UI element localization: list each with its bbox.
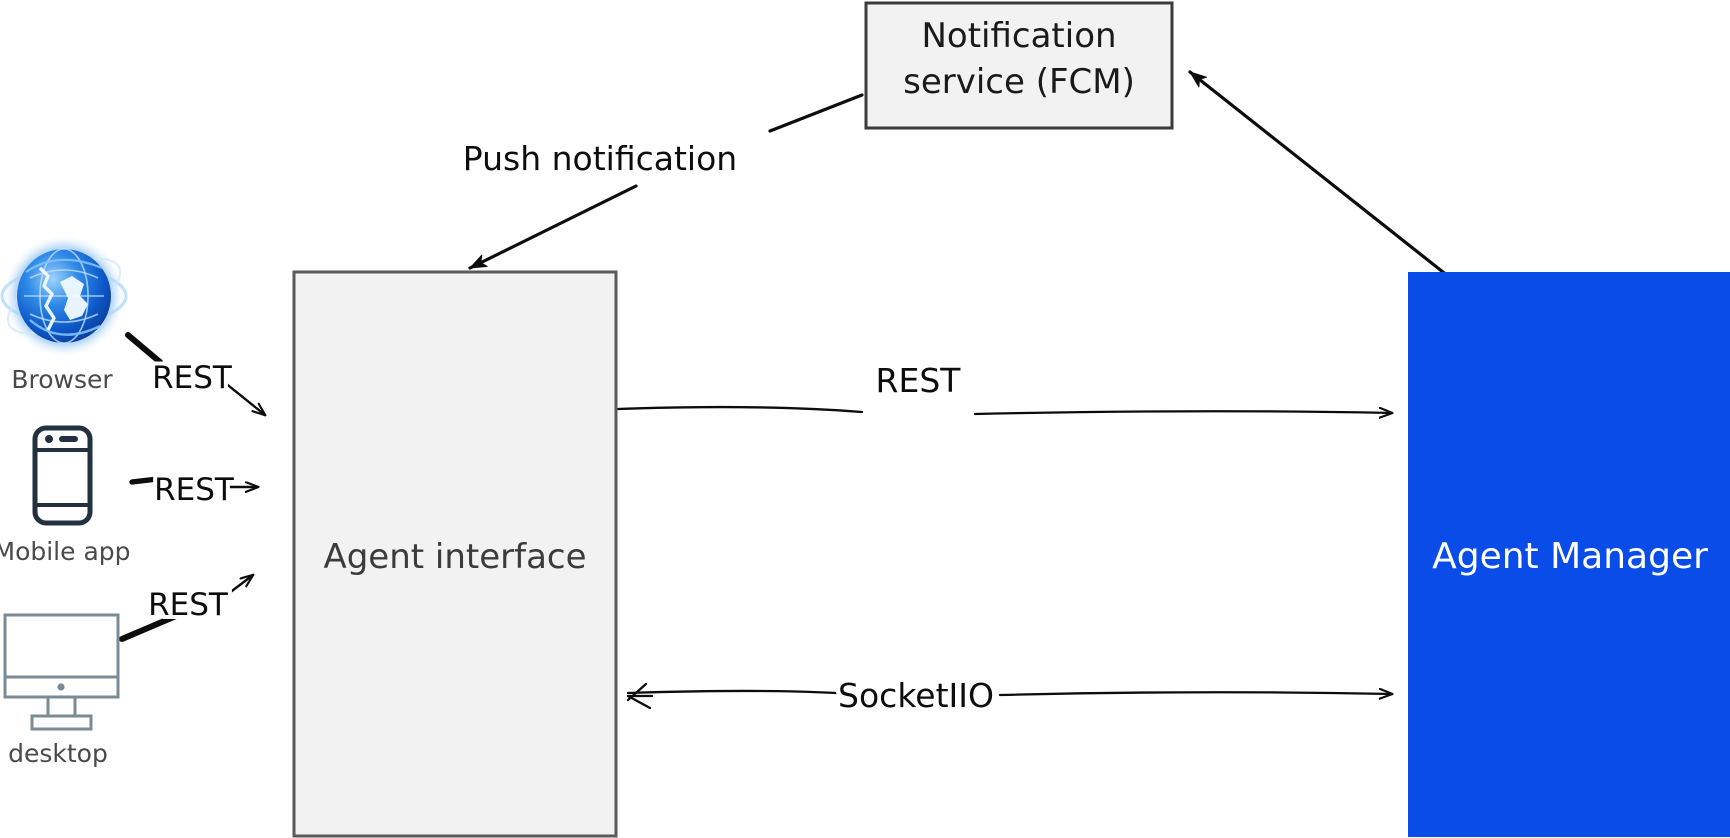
- agent-interface-label: Agent interface: [323, 537, 586, 577]
- rest-desktop-label: REST: [148, 587, 229, 623]
- edge-browser-to-agent-interface: [125, 332, 265, 415]
- edge-desktop-to-agent-interface: [119, 575, 253, 642]
- notification-service-label-line2: service (FCM): [903, 62, 1135, 102]
- actor-browser[interactable]: Browser: [0, 234, 131, 394]
- edge-agent-interface-to-agent-manager-rest: [616, 405, 1392, 414]
- node-agent-interface[interactable]: Agent interface: [292, 270, 618, 838]
- actor-desktop[interactable]: desktop: [3, 613, 120, 768]
- browser-label: Browser: [11, 365, 113, 394]
- edge-mobile-to-agent-interface: [129, 475, 258, 487]
- rest-mobile-label: REST: [154, 472, 235, 508]
- globe-icon: [0, 234, 128, 358]
- push-notification-label: Push notification: [463, 139, 737, 178]
- notification-service-label-line1: Notification: [921, 16, 1116, 56]
- phone-icon: [32, 425, 93, 526]
- node-notification-service[interactable]: Notification service (FCM): [864, 1, 1174, 130]
- edge-agent-interface-agent-manager-socketio: [626, 682, 1392, 710]
- edge-labels: Push notification REST REST REST REST So…: [144, 135, 998, 720]
- rest-middle-label: REST: [876, 361, 962, 400]
- node-agent-manager[interactable]: Agent Manager: [1408, 272, 1730, 837]
- desktop-label: desktop: [8, 739, 108, 768]
- actor-mobile-app[interactable]: Mobile app: [0, 425, 131, 566]
- edge-agent-manager-to-notification-service: [1188, 70, 1450, 278]
- monitor-icon: [3, 613, 120, 731]
- agent-manager-label: Agent Manager: [1432, 536, 1708, 577]
- edge-notification-service-to-agent-interface: [468, 93, 864, 270]
- rest-browser-label: REST: [152, 360, 233, 396]
- socketio-label: SocketIIO: [838, 676, 994, 715]
- mobile-app-label: Mobile app: [0, 537, 131, 566]
